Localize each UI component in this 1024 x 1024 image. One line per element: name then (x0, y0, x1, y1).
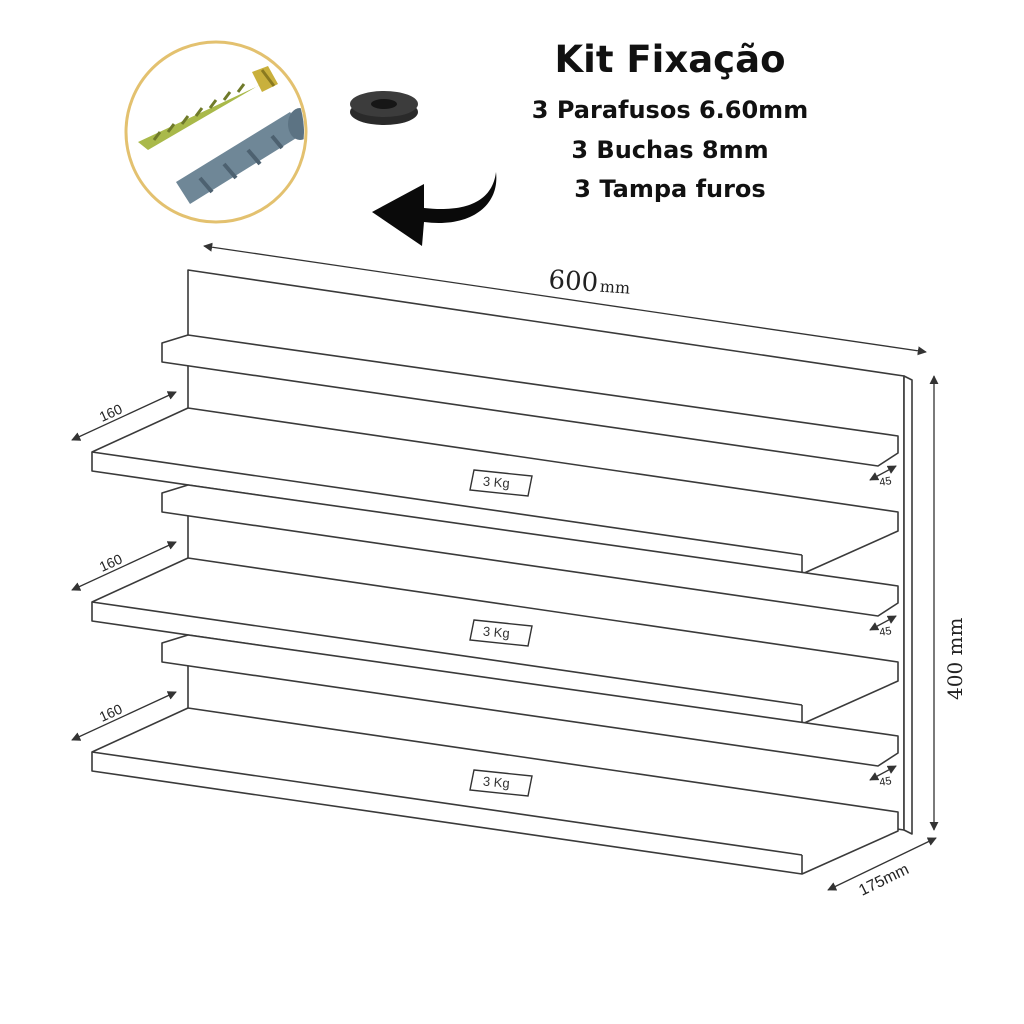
lip-height-label-2: 45 (878, 625, 892, 639)
shelf-depth-label-2: 160 (97, 551, 125, 575)
load-badge-label-2: 3 Kg (482, 624, 510, 641)
dimension-lines (71, 242, 939, 891)
shelf-depth-label-3: 160 (97, 701, 125, 725)
lip-height-dimension-line-3 (869, 765, 897, 781)
kit-item-anchors: 3 Buchas 8mm (571, 136, 769, 164)
wall-anchor-icon (176, 108, 304, 204)
load-badge-1 (469, 469, 533, 497)
shelf-depth-dimension-line-3 (71, 691, 177, 741)
depth-dimension-label: 175mm (856, 861, 911, 900)
back-panel-edge (903, 375, 913, 835)
curved-arrow-icon (372, 172, 497, 246)
shelf-depth-dimension-line-1 (71, 391, 177, 441)
lip-height-dimension-line-1 (869, 465, 897, 481)
shelf-depth-dimension-line-2 (71, 541, 177, 591)
kit-item-screws: 3 Parafusos 6.60mm (531, 96, 809, 124)
shelf-board-front-edge-1 (91, 451, 803, 556)
overall-depth-dimension-line (827, 837, 937, 891)
rear-lip-2 (161, 484, 899, 617)
rear-lip-1 (161, 334, 899, 467)
shelf-board-front-edge-3 (91, 751, 803, 856)
kit-title: Kit Fixação (554, 38, 786, 81)
shelf-board-front-edge-2 (91, 601, 803, 706)
screw-icon (138, 66, 278, 150)
shelf-depth-label-1: 160 (97, 401, 125, 425)
height-dimension-label: 400 mm (943, 618, 967, 700)
load-badge-label-1: 3 Kg (482, 474, 510, 491)
width-dimension-line (203, 242, 927, 356)
load-badge-2 (469, 619, 533, 647)
load-badge-3 (469, 769, 533, 797)
hardware-photo (124, 40, 308, 224)
lip-height-label-3: 45 (878, 775, 892, 789)
kit-item-hole-covers: 3 Tampa furos (574, 175, 766, 203)
hole-cover-cap-icon (350, 91, 418, 125)
load-badge-label-3: 3 Kg (482, 774, 510, 791)
lip-height-label-1: 45 (878, 475, 892, 489)
width-dimension-label: 600mm (548, 265, 632, 301)
rear-lip-3 (161, 634, 899, 767)
lip-height-dimension-line-2 (869, 615, 897, 631)
